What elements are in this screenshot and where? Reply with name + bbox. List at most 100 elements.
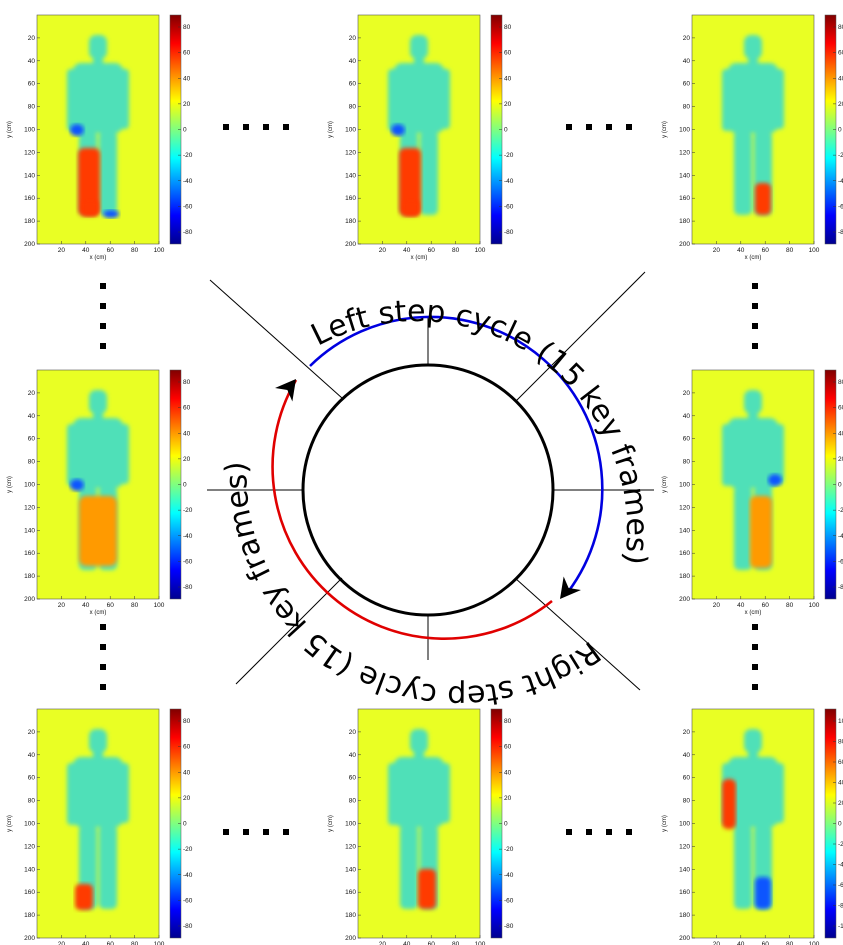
gait-cycle-diagram: Left step cycle (15 key frames) Right st…	[207, 271, 654, 713]
y-tick-label: 20	[28, 35, 36, 42]
y-tick-label: 140	[24, 172, 35, 179]
y-tick-label: 140	[24, 527, 35, 534]
ellipsis-dot	[283, 124, 289, 130]
colorbar-tick-label: 0	[838, 127, 842, 134]
y-tick-label: 40	[349, 58, 357, 65]
colorbar-tick-label: -20	[838, 507, 843, 514]
y-tick-label: 80	[349, 104, 357, 111]
y-tick-label: 80	[349, 798, 357, 805]
ellipsis-dot	[100, 343, 106, 349]
x-tick-label: 20	[379, 247, 387, 254]
colorbar-tick-label: -80	[838, 903, 843, 910]
y-tick-label: 160	[24, 550, 35, 557]
y-tick-label: 100	[679, 821, 690, 828]
y-tick-label: 160	[679, 550, 690, 557]
y-tick-label: 200	[24, 935, 35, 942]
ellipsis-dot	[752, 664, 758, 670]
x-tick-label: 100	[475, 247, 486, 254]
ellipsis-dot	[752, 343, 758, 349]
colorbar-tick-label: -100	[838, 923, 843, 930]
y-tick-label: 180	[24, 573, 35, 580]
y-tick-label: 20	[28, 729, 36, 736]
x-tick-label: 100	[154, 247, 165, 254]
x-tick-label: 40	[82, 941, 90, 945]
x-tick-label: 40	[737, 247, 745, 254]
y-tick-label: 20	[349, 35, 357, 42]
y-tick-label: 200	[24, 241, 35, 248]
ellipsis-dot	[100, 644, 106, 650]
colorbar-tick-label: 40	[838, 430, 843, 437]
ellipsis-dot	[586, 829, 592, 835]
y-tick-label: 180	[679, 218, 690, 225]
y-tick-label: 80	[683, 798, 691, 805]
y-tick-label: 180	[345, 218, 356, 225]
colorbar-tick-label: 80	[838, 379, 843, 386]
colorbar-tick-label: 60	[183, 405, 191, 412]
radial-line	[235, 577, 343, 685]
y-tick-label: 80	[28, 459, 36, 466]
y-tick-label: 140	[679, 527, 690, 534]
y-tick-label: 40	[28, 752, 36, 759]
x-axis-label: x (cm)	[411, 255, 428, 261]
y-tick-label: 120	[679, 843, 690, 850]
colorbar-tick-label: -60	[838, 203, 843, 210]
colorbar-tick-label: 40	[838, 75, 843, 82]
y-tick-label: 200	[345, 241, 356, 248]
ellipsis-dot	[752, 283, 758, 289]
colorbar-tick-label: 60	[183, 744, 191, 751]
colorbar-tick-label: 80	[504, 24, 512, 31]
x-tick-label: 60	[428, 247, 436, 254]
y-tick-label: 120	[679, 149, 690, 156]
y-tick-label: 60	[683, 436, 691, 443]
y-axis-label: y (cm)	[7, 815, 13, 832]
y-axis-label: y (cm)	[662, 121, 668, 138]
y-tick-label: 40	[349, 752, 357, 759]
colorbar-tick-label: 80	[838, 24, 843, 31]
colorbar-tick-label: -20	[183, 846, 193, 853]
y-tick-label: 40	[683, 58, 691, 65]
y-tick-label: 200	[679, 596, 690, 603]
colorbar-tick-label: -60	[504, 897, 514, 904]
x-tick-label: 100	[475, 941, 486, 945]
y-tick-label: 60	[683, 81, 691, 88]
ellipsis-dot	[566, 829, 572, 835]
ellipsis-dot	[100, 323, 106, 329]
colorbar-tick-label: 20	[183, 456, 191, 463]
body-silhouette	[722, 729, 784, 909]
colorbar-tick-label: 40	[838, 780, 843, 787]
arrowhead-icon	[275, 379, 296, 402]
colorbar-tick-label: -20	[183, 152, 193, 159]
y-tick-label: 40	[28, 413, 36, 420]
x-tick-label: 20	[58, 602, 66, 609]
ellipsis-dot	[752, 323, 758, 329]
colorbar-tick-label: 80	[838, 739, 843, 746]
x-axis-label: x (cm)	[745, 610, 762, 616]
y-tick-label: 80	[683, 459, 691, 466]
y-tick-label: 200	[679, 935, 690, 942]
colorbar-tick-label: -60	[838, 882, 843, 889]
x-tick-label: 100	[154, 602, 165, 609]
x-tick-label: 100	[809, 941, 820, 945]
ellipsis-dot	[243, 124, 249, 130]
colorbar-tick-label: -20	[183, 507, 193, 514]
y-tick-label: 120	[345, 843, 356, 850]
y-tick-label: 40	[683, 413, 691, 420]
y-axis-label: y (cm)	[662, 815, 668, 832]
ellipsis-dot	[606, 829, 612, 835]
y-tick-label: 60	[28, 81, 36, 88]
colorbar-tick-label: 40	[504, 769, 512, 776]
colorbar-tick-label: 20	[504, 795, 512, 802]
ellipsis-dot	[752, 303, 758, 309]
y-tick-label: 100	[345, 821, 356, 828]
y-axis-label: y (cm)	[662, 476, 668, 493]
y-tick-label: 140	[345, 172, 356, 179]
x-axis-label: x (cm)	[745, 255, 762, 261]
radial-line	[209, 279, 343, 399]
y-tick-label: 160	[24, 195, 35, 202]
x-tick-label: 100	[809, 602, 820, 609]
colorbar-tick-label: -40	[183, 178, 193, 185]
x-tick-label: 20	[713, 247, 721, 254]
colorbar-tick-label: -20	[838, 841, 843, 848]
